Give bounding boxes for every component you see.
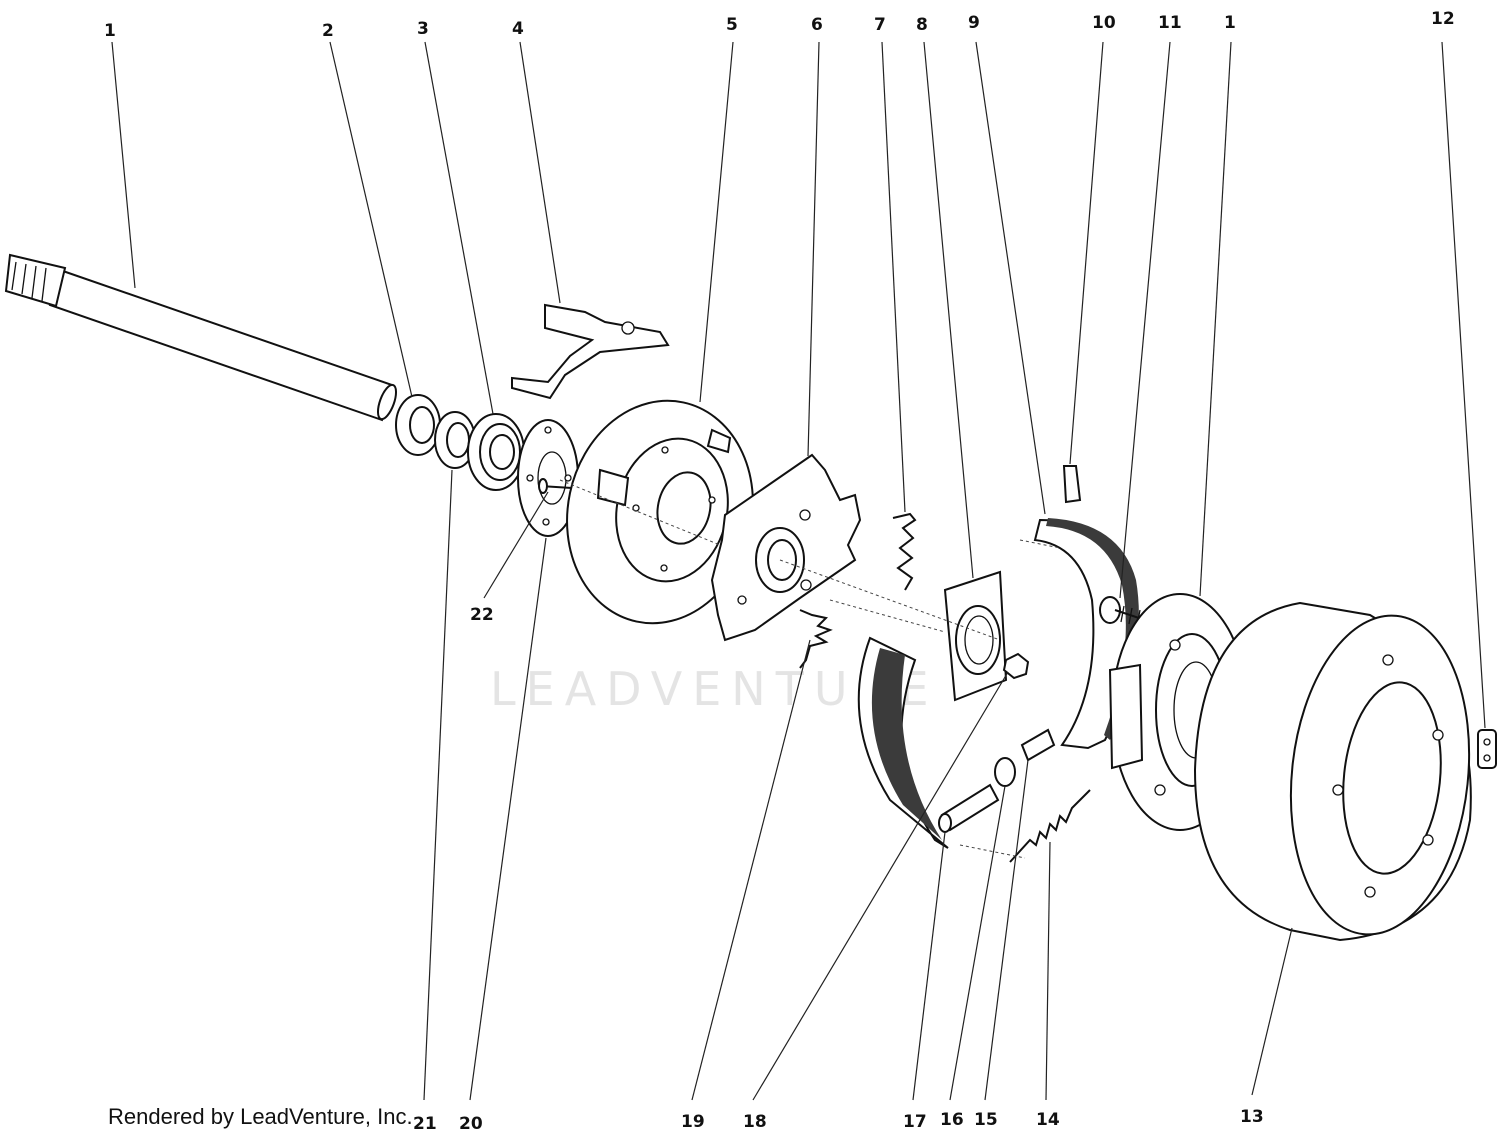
callout-11: 11 [1158, 13, 1182, 33]
callout-13: 13 [1240, 1107, 1264, 1127]
callout-21: 21 [413, 1114, 437, 1134]
brake-drum [1193, 601, 1472, 942]
callout-6: 6 [811, 15, 823, 35]
callout-22: 22 [470, 605, 494, 625]
callout-19: 19 [681, 1112, 705, 1132]
callout-10: 10 [1092, 13, 1116, 33]
brake-backing-plate [566, 399, 754, 625]
retainer-bolt [538, 478, 573, 494]
adjuster-nut [1002, 652, 1030, 680]
callout-8: 8 [916, 15, 928, 35]
hold-down-clip [1062, 465, 1082, 504]
drum-retaining-clip [1477, 729, 1497, 769]
axle-shaft [4, 253, 398, 422]
axle-gasket [943, 570, 1008, 702]
callout-15: 15 [974, 1110, 998, 1130]
callout-20: 20 [459, 1114, 483, 1134]
wheel-bearing [467, 413, 525, 491]
footer-credit: Rendered by LeadVenture, Inc. [108, 1104, 413, 1129]
return-spring [1009, 789, 1091, 863]
callout-1-hub: 1 [1224, 13, 1236, 33]
assembly-centerline [559, 479, 1061, 859]
primary-brake-shoe [857, 636, 949, 849]
callout-4: 4 [512, 19, 524, 39]
callout-3: 3 [417, 19, 429, 39]
callout-16: 16 [940, 1110, 964, 1130]
hold-down-spring [799, 609, 833, 669]
callout-5: 5 [726, 15, 738, 35]
brake-actuating-lever [511, 303, 670, 400]
callout-2: 2 [322, 21, 334, 41]
seal-ring [395, 394, 441, 456]
callout-17: 17 [903, 1112, 927, 1132]
callout-labels: 1 2 3 4 5 6 7 8 9 10 11 1 12 13 14 15 16… [104, 9, 1455, 1134]
wheel-stud [1099, 596, 1146, 627]
callout-9: 9 [968, 13, 980, 33]
callout-18: 18 [743, 1112, 767, 1132]
callout-14: 14 [1036, 1110, 1060, 1130]
watermark: LEADVENTURE [490, 662, 939, 716]
leader-lines [111, 41, 1486, 1101]
adjuster-screw-assembly [938, 728, 1056, 833]
callout-7: 7 [874, 15, 886, 35]
callout-12: 12 [1431, 9, 1455, 29]
callout-1-axle: 1 [104, 21, 116, 41]
spring-clip [892, 512, 917, 591]
